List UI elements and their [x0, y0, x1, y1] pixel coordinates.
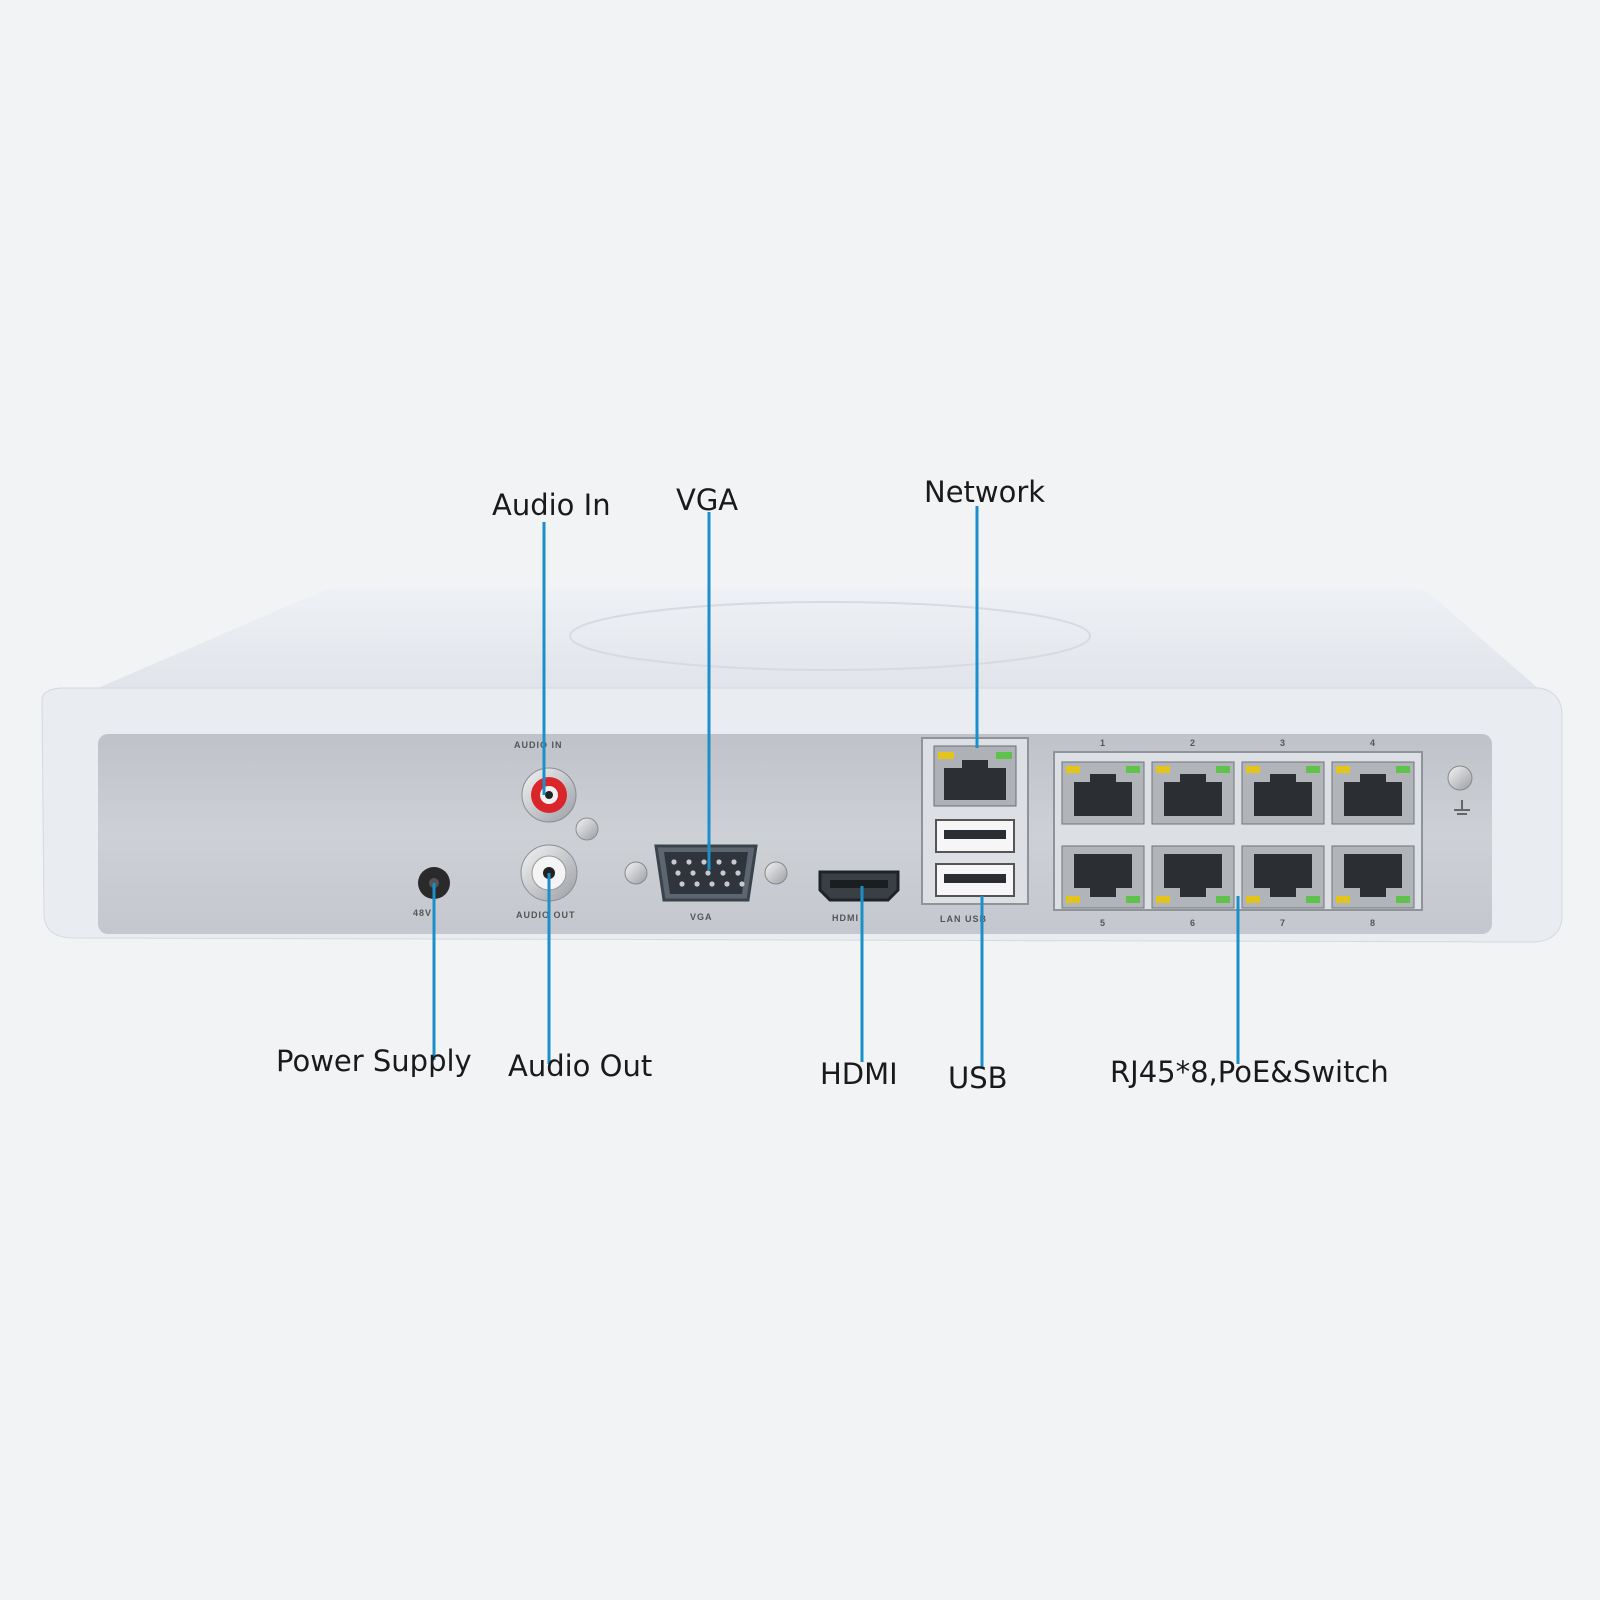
- vga-pin: [690, 870, 696, 876]
- vga-pin: [720, 870, 726, 876]
- led-green: [1306, 896, 1320, 903]
- port-number: 8: [1370, 918, 1376, 928]
- leader-lines: [432, 506, 1240, 1068]
- led-green: [1216, 766, 1230, 773]
- vga-pins: [671, 859, 745, 887]
- vga-pin: [731, 859, 737, 865]
- led-yellow: [1066, 766, 1080, 773]
- rj45-port-4: 4: [1331, 738, 1415, 825]
- led-green: [1396, 896, 1410, 903]
- rj45-port-6: 6: [1151, 845, 1235, 928]
- led-yellow: [1156, 896, 1170, 903]
- port-number: 3: [1280, 738, 1286, 748]
- vga-pin: [709, 881, 715, 887]
- vga-pin: [675, 870, 681, 876]
- led-yellow: [1336, 896, 1350, 903]
- port-number: 6: [1190, 918, 1196, 928]
- hdmi-label: HDMI: [832, 913, 859, 923]
- vga-pin: [705, 870, 711, 876]
- callout-hdmi: HDMI: [820, 1057, 898, 1091]
- rj45-ports: 1 2 3 4 5 6 7 8: [1061, 738, 1415, 928]
- rj45-port-1: 1: [1061, 738, 1145, 825]
- lan-usb-label: LAN USB: [940, 914, 987, 924]
- rj45-port-5: 5: [1061, 845, 1145, 928]
- led-yellow: [1336, 766, 1350, 773]
- ground-screw: [575, 817, 599, 841]
- chassis-top-logo-emboss: [569, 601, 1091, 671]
- ground-screw-right: [1447, 765, 1473, 791]
- port-number: 4: [1370, 738, 1376, 748]
- callout-vga: VGA: [676, 483, 739, 517]
- rj45-port-7: 7: [1241, 845, 1325, 928]
- callout-usb: USB: [948, 1061, 1008, 1095]
- vga-port: VGA: [624, 844, 788, 922]
- led-green: [1126, 896, 1140, 903]
- port-number: 7: [1280, 918, 1286, 928]
- power-label: 48V: [413, 908, 432, 918]
- port-number: 5: [1100, 918, 1106, 928]
- callout-audio-out: Audio Out: [508, 1049, 653, 1083]
- rj45-switch-block: 1 2 3 4 5 6 7 8: [1053, 738, 1423, 928]
- rj45-port-2: 2: [1151, 738, 1235, 825]
- led-yellow: [1246, 896, 1260, 903]
- hdmi-port: HDMI: [818, 870, 900, 923]
- port-number: 1: [1100, 738, 1106, 748]
- led-green: [1216, 896, 1230, 903]
- led-green: [1126, 766, 1140, 773]
- vga-pin: [716, 859, 722, 865]
- ground-symbol: [1454, 800, 1470, 815]
- led-yellow: [1066, 896, 1080, 903]
- rj45-port-8: 8: [1331, 845, 1415, 928]
- led-green: [1396, 766, 1410, 773]
- vga-pin: [694, 881, 700, 887]
- vga-pin: [724, 881, 730, 887]
- audio-in-jack: AUDIO IN: [514, 740, 577, 823]
- vga-pin: [679, 881, 685, 887]
- audio-out-label: AUDIO OUT: [516, 910, 576, 920]
- vga-pin: [686, 859, 692, 865]
- chassis-top: [70, 588, 1540, 700]
- led-yellow: [1156, 766, 1170, 773]
- vga-pin: [701, 859, 707, 865]
- rj45-port-3: 3: [1241, 738, 1325, 825]
- led-green: [1306, 766, 1320, 773]
- vga-pin: [739, 881, 745, 887]
- callout-audio-in: Audio In: [492, 488, 611, 522]
- lan-usb-block: LAN USB: [921, 737, 1029, 924]
- vga-label: VGA: [690, 912, 713, 922]
- callout-power-supply: Power Supply: [276, 1044, 472, 1078]
- audio-in-label: AUDIO IN: [514, 740, 563, 750]
- vga-pin: [735, 870, 741, 876]
- led-yellow: [1246, 766, 1260, 773]
- callout-rj45: RJ45*8,PoE&Switch: [1110, 1055, 1389, 1089]
- vga-pin: [671, 859, 677, 865]
- port-number: 2: [1190, 738, 1196, 748]
- callout-network: Network: [924, 475, 1046, 509]
